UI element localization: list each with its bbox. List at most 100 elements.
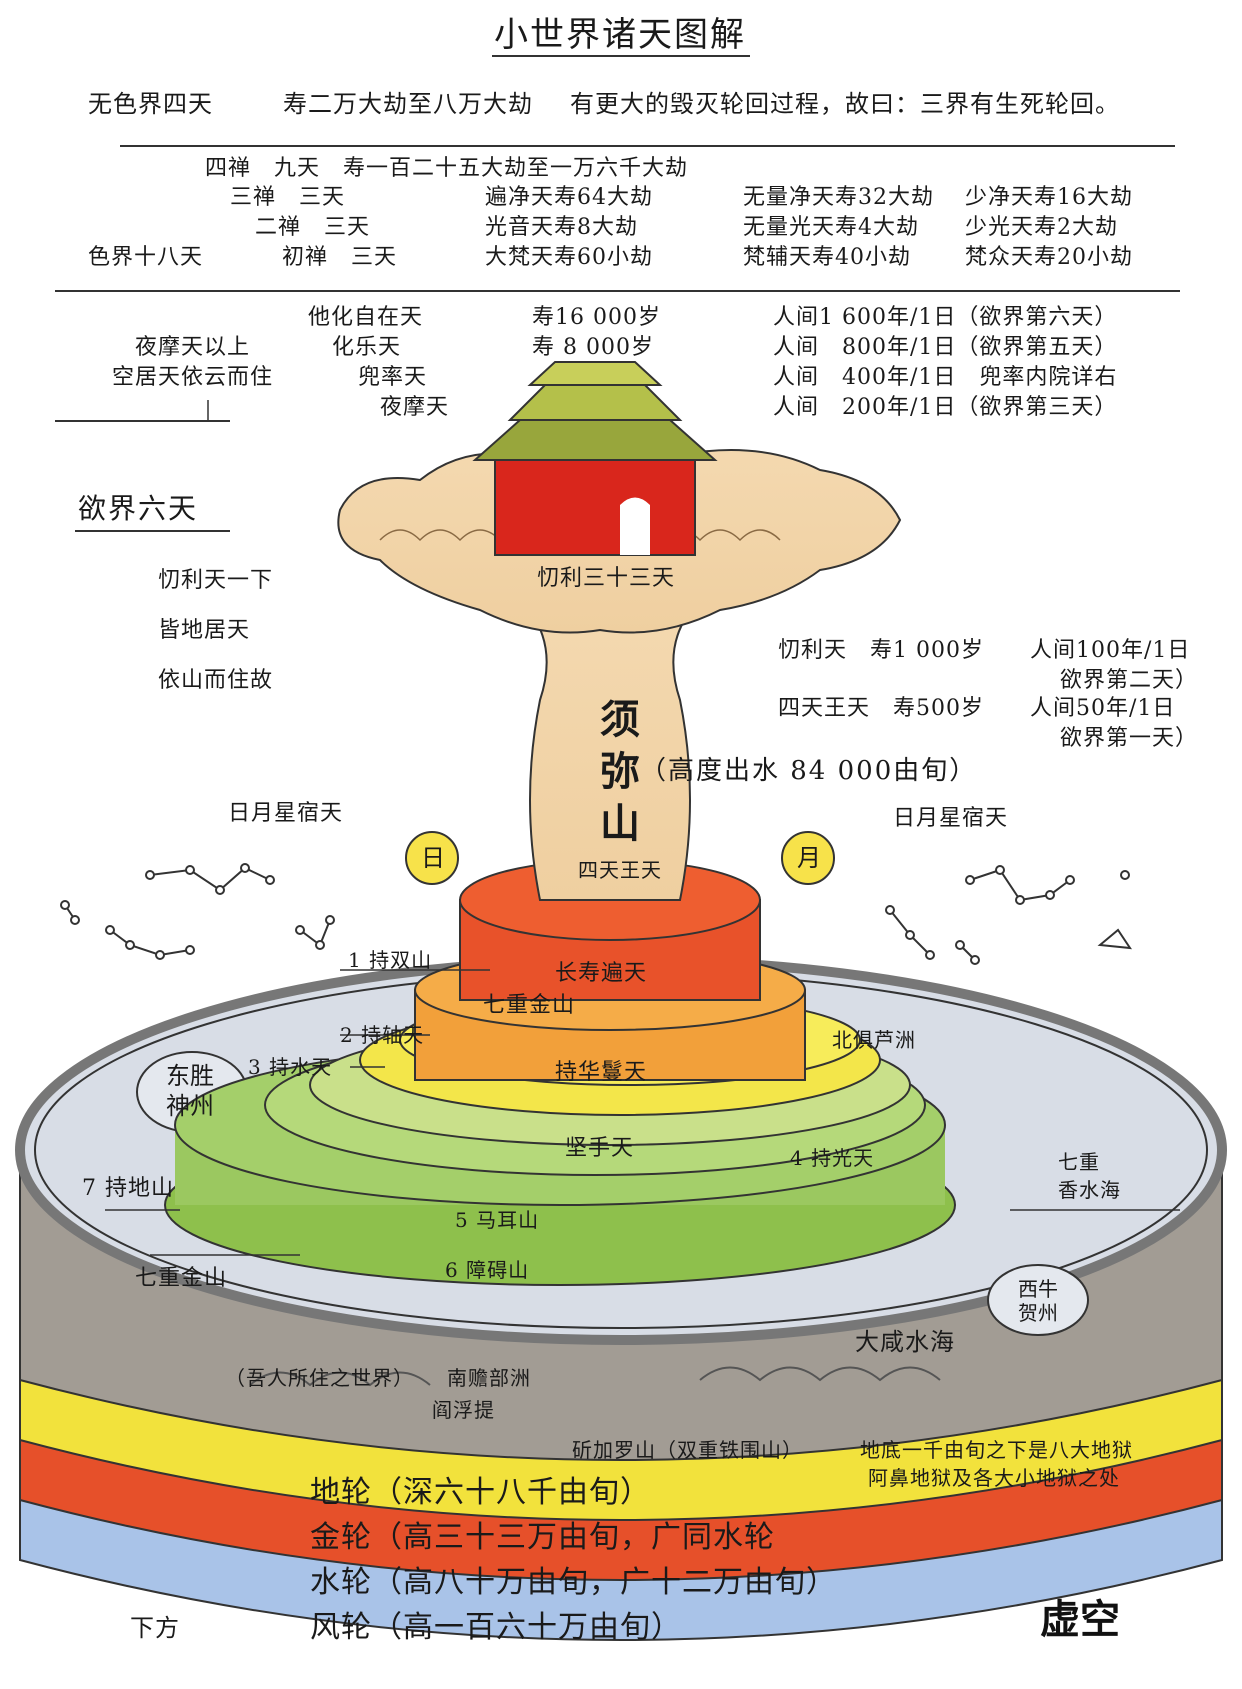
desire-note-3: 依山而住故 [158, 668, 274, 693]
rule-2 [55, 290, 1180, 292]
ring-chihua: 持华鬘天 [555, 1060, 648, 1085]
sun-moon-heaven-right: 日月星宿天 [893, 806, 1009, 831]
sumeru-char-1: 须 [600, 697, 640, 743]
rule-title [492, 55, 750, 57]
hell-1: 地底一千由旬之下是八大地狱 [860, 1438, 1133, 1462]
formless-note: 有更大的毁灭轮回过程，故曰：三界有生死轮回。 [570, 90, 1120, 118]
continent-west-label: 西牛 贺州 [1018, 1277, 1058, 1325]
form-row-top: 四禅 九天 寿一百二十五大劫至一万六千大劫 [205, 156, 689, 181]
watermark: 虚空 [1040, 1597, 1120, 1643]
ring-7: 7 持地山 [82, 1176, 174, 1201]
upper-note-1: 夜摩天以上 [135, 335, 251, 360]
layer-wind: 风轮（高一百六十万由旬） [310, 1613, 682, 1643]
form-row2-b: 无量光天寿4大劫 [743, 215, 919, 240]
form-row3-name: 初禅 三天 [282, 245, 398, 270]
layer-earth-desc: （深六十八千由旬） [372, 1475, 651, 1510]
salt-sea: 大咸水海 [855, 1328, 955, 1356]
ring-5: 5 马耳山 [455, 1208, 540, 1232]
layer-earth: 地轮（深六十八千由旬） [310, 1478, 651, 1508]
rule-4 [75, 530, 230, 532]
ratio-4: 人间 400年/1日 兜率内院详右 [773, 365, 1118, 390]
trayastrimsa-name: 忉利三十三天 [537, 566, 676, 591]
layer-wind-name: 风轮 [310, 1610, 372, 1645]
ring-4: 4 持光天 [790, 1146, 875, 1170]
desire-note-2: 皆地居天 [158, 618, 251, 643]
layer-gold-desc: （高三十三万由旬，广同水轮 [372, 1520, 775, 1555]
form-row1-a: 遍净天寿64大劫 [485, 185, 653, 210]
layer-gold-name: 金轮 [310, 1520, 372, 1555]
sumeru-height: （高度出水 84 000由旬） [640, 756, 978, 786]
four-kings-heaven: 四天王天 [578, 858, 662, 882]
trayastrimsa-line1-a: 忉利天 寿1 000岁 [778, 638, 984, 663]
ratio-6: 人间1 600年/1日（欲界第六天） [773, 305, 1118, 330]
rule-3 [55, 420, 230, 422]
layer-wind-desc: （高一百六十万由旬） [372, 1610, 682, 1645]
ring-north: 北俱芦洲 [832, 1028, 916, 1052]
rule-1 [120, 145, 1175, 147]
layer-water-desc: （高八十万由旬，广十二万由旬） [372, 1565, 837, 1600]
form-row1-name: 三禅 三天 [230, 185, 346, 210]
form-row2-name: 二禅 三天 [255, 215, 371, 240]
ring-3: 3 持水天 [248, 1055, 333, 1079]
formless-label: 无色界四天 [88, 90, 213, 118]
ratio-3: 人间 200年/1日（欲界第三天） [773, 395, 1118, 420]
page-title: 小世界诸天图解 [494, 15, 746, 55]
form-row3-a: 大梵天寿60小劫 [485, 245, 653, 270]
sun-moon-heaven-left: 日月星宿天 [228, 801, 344, 826]
form-row3-b: 梵辅天寿40小劫 [743, 245, 911, 270]
form-row3-c: 梵众天寿20小劫 [965, 245, 1133, 270]
ring-qizhong-2: 七重金山 [135, 1266, 228, 1291]
desire-note-1: 忉利天一下 [158, 568, 274, 593]
palace [472, 361, 718, 556]
continent-east: 东胜 神州 [140, 1055, 240, 1127]
sun-moon [405, 831, 835, 885]
leader-lines [105, 400, 1180, 1256]
continent-east-label: 东胜 神州 [166, 1062, 214, 1120]
continent-west: 西牛 贺州 [990, 1268, 1086, 1334]
form-row1-b: 无量净天寿32大劫 [743, 185, 934, 210]
trayastrimsa-line2-a: 四天王天 寿500岁 [778, 696, 984, 721]
ring-jianshou: 坚手天 [565, 1136, 635, 1161]
desire-label: 欲界六天 [78, 492, 199, 525]
layer-gold: 金轮（高三十三万由旬，广同水轮 [310, 1523, 775, 1553]
form-row2-c: 少光天寿2大劫 [965, 215, 1118, 240]
heaven-nirmanarati: 化乐天 [332, 335, 402, 360]
sumeru-char-3: 山 [600, 801, 640, 847]
form-row1-c: 少净天寿16大劫 [965, 185, 1133, 210]
seven-gold-mountains [164, 859, 956, 1286]
trayastrimsa-line2-c: 欲界第一天） [1060, 726, 1199, 751]
life-paranirmita: 寿16 000岁 [532, 305, 661, 330]
layer-earth-name: 地轮 [310, 1475, 372, 1510]
ring-2: 2 持轴天 [340, 1023, 425, 1047]
sumeru-char-2: 弥 [600, 749, 640, 795]
south-note: （吾人所住之世界） [225, 1366, 414, 1390]
heaven-yama: 夜摩天 [380, 395, 450, 420]
form-row2-a: 光音天寿8大劫 [485, 215, 638, 240]
upper-note-2: 空居天依云而住 [112, 365, 274, 390]
constellations [60, 863, 1133, 965]
moon-label: 月 [797, 844, 822, 872]
ring-changshou: 长寿遍天 [555, 961, 648, 986]
trayastrimsa-line2-b: 人间50年/1日 [1030, 696, 1176, 721]
iron-mountain: 斫加罗山（双重铁围山） [572, 1438, 803, 1462]
south-continent: 南赡部洲 [447, 1366, 531, 1390]
heaven-tusita: 兜率天 [358, 365, 428, 390]
ring-qizhong-1: 七重金山 [483, 993, 576, 1018]
form-label: 色界十八天 [88, 245, 204, 270]
formless-life: 寿二万大劫至八万大劫 [283, 90, 533, 118]
layer-water: 水轮（高八十万由旬，广十二万由旬） [310, 1568, 837, 1598]
ring-1: 1 持双山 [348, 948, 433, 972]
life-nirmanarati: 寿 8 000岁 [532, 335, 654, 360]
trayastrimsa-line1-b: 人间100年/1日 [1030, 638, 1191, 663]
below-label: 下方 [130, 1614, 180, 1642]
seven-seas: 七重 香水海 [1058, 1150, 1121, 1202]
sun-label: 日 [421, 844, 446, 872]
layer-water-name: 水轮 [310, 1565, 372, 1600]
hell-2: 阿鼻地狱及各大小地狱之处 [868, 1466, 1120, 1490]
ratio-5: 人间 800年/1日（欲界第五天） [773, 335, 1118, 360]
heaven-paranirmita: 他化自在天 [308, 305, 424, 330]
yanfuti: 阎浮提 [432, 1398, 495, 1422]
ring-6: 6 障碍山 [445, 1258, 530, 1282]
